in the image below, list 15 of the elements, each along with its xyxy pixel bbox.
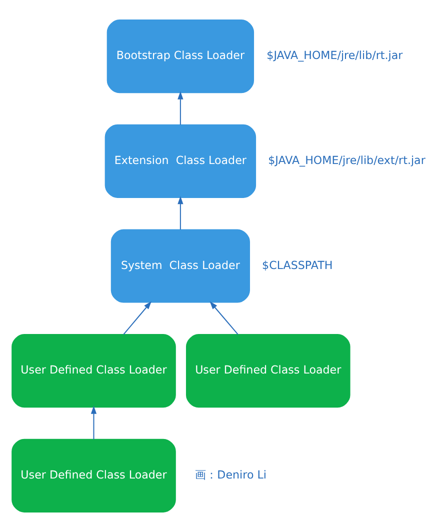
node-label: $CLASSPATH [262, 258, 333, 272]
node-label: $JAVA_HOME/jre/lib/ext/rt.jar [268, 153, 426, 166]
node-box: User Defined Class Loader [186, 334, 350, 408]
node-box: System Class Loader [110, 228, 250, 302]
arrow [178, 196, 184, 230]
arrow [123, 300, 152, 334]
arrow [210, 300, 238, 334]
node-box: Extension Class Loader [104, 124, 256, 198]
node-label: $JAVA_HOME/jre/lib/rt.jar [266, 48, 403, 62]
arrow [178, 90, 184, 124]
label: 画：Deniro Li [195, 468, 266, 481]
arrow [90, 405, 97, 439]
node-box: User Defined Class Loader [12, 438, 176, 512]
node-box: Bootstrap Class Loader [106, 19, 254, 93]
node-box: User Defined Class Loader [12, 334, 176, 408]
